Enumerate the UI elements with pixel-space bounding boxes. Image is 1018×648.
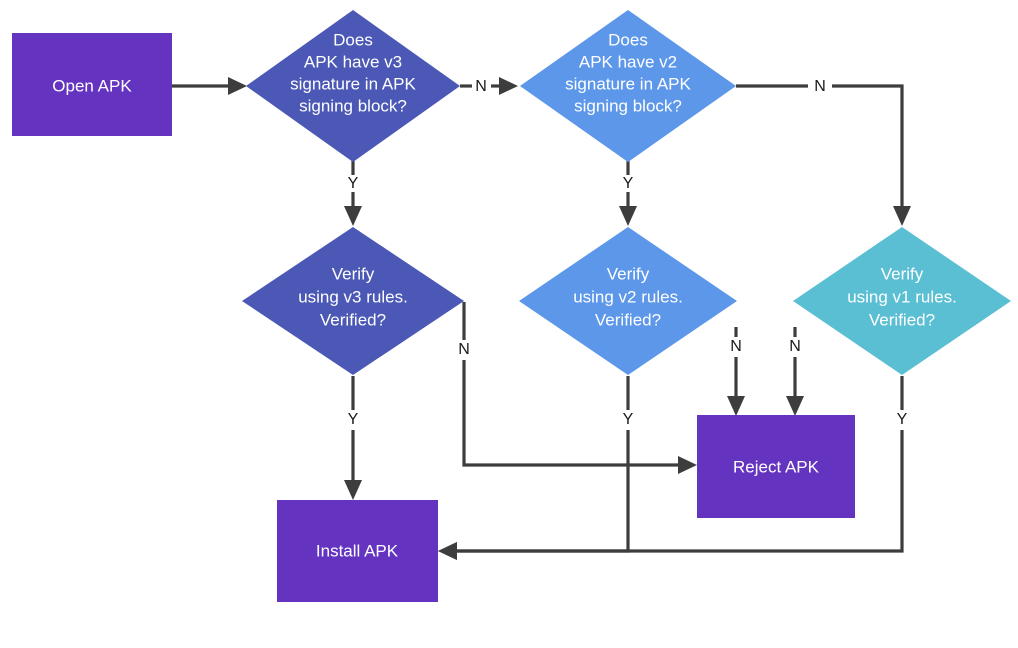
node-verify-v1[interactable]: Verify using v1 rules. Verified?: [793, 227, 1011, 375]
edge-verify-v3-yes-to-install-apk: [344, 376, 362, 500]
edge-label-q-v2-yes: Y: [623, 175, 634, 192]
edge-verify-v1-yes-to-install-apk: [438, 376, 904, 560]
edge-q-v3-no-to-q-v2: [460, 77, 518, 95]
verify-v3-shape[interactable]: [242, 227, 464, 375]
edge-label-verify-v2-no: N: [730, 338, 742, 355]
edge-verify-v2-yes-to-install-apk: [438, 376, 630, 560]
edge-label-q-v3-no: N: [475, 78, 487, 95]
edge-label-verify-v3-yes: Y: [348, 411, 359, 428]
edge-verify-v1-no-to-reject-apk: [786, 327, 804, 416]
edge-verify-v2-no-to-reject-apk: [727, 327, 745, 416]
edge-label-verify-v2-yes: Y: [623, 411, 634, 428]
edge-label-verify-v1-yes: Y: [897, 411, 908, 428]
node-open-apk[interactable]: Open APK: [12, 33, 172, 136]
edge-q-v2-no-to-verify-v1: [736, 84, 911, 226]
edge-label-verify-v3-no: N: [458, 341, 470, 358]
question-v3-shape[interactable]: [246, 10, 460, 162]
edge-q-v3-yes-to-verify-v3: [344, 161, 362, 226]
verify-v2-shape[interactable]: [519, 227, 737, 375]
edge-label-q-v3-yes: Y: [348, 175, 359, 192]
open-apk-shape[interactable]: [12, 33, 172, 136]
node-verify-v2[interactable]: Verify using v2 rules. Verified?: [519, 227, 737, 375]
node-reject-apk[interactable]: Reject APK: [697, 415, 855, 518]
reject-apk-shape[interactable]: [697, 415, 855, 518]
node-verify-v3[interactable]: Verify using v3 rules. Verified?: [242, 227, 464, 375]
edge-label-verify-v1-no: N: [789, 338, 801, 355]
edge-label-q-v2-no: N: [814, 78, 826, 95]
edge-verify-v3-no-to-reject-apk: [462, 302, 697, 474]
node-question-v3-signature[interactable]: Does APK have v3 signature in APK signin…: [246, 10, 460, 162]
verify-v1-shape[interactable]: [793, 227, 1011, 375]
edge-layer: q_v2 --> verify_v3 --> (right, down) ver…: [172, 77, 911, 560]
install-apk-shape[interactable]: [277, 500, 438, 602]
edge-q-v2-yes-to-verify-v2: [619, 161, 637, 226]
edge-open-apk-to-q-v3: [172, 77, 247, 95]
edge-label-layer: N Y N Y N Y N Y N Y: [348, 78, 908, 428]
question-v2-shape[interactable]: [520, 10, 736, 162]
node-question-v2-signature[interactable]: Does APK have v2 signature in APK signin…: [520, 10, 736, 162]
node-install-apk[interactable]: Install APK: [277, 500, 438, 602]
